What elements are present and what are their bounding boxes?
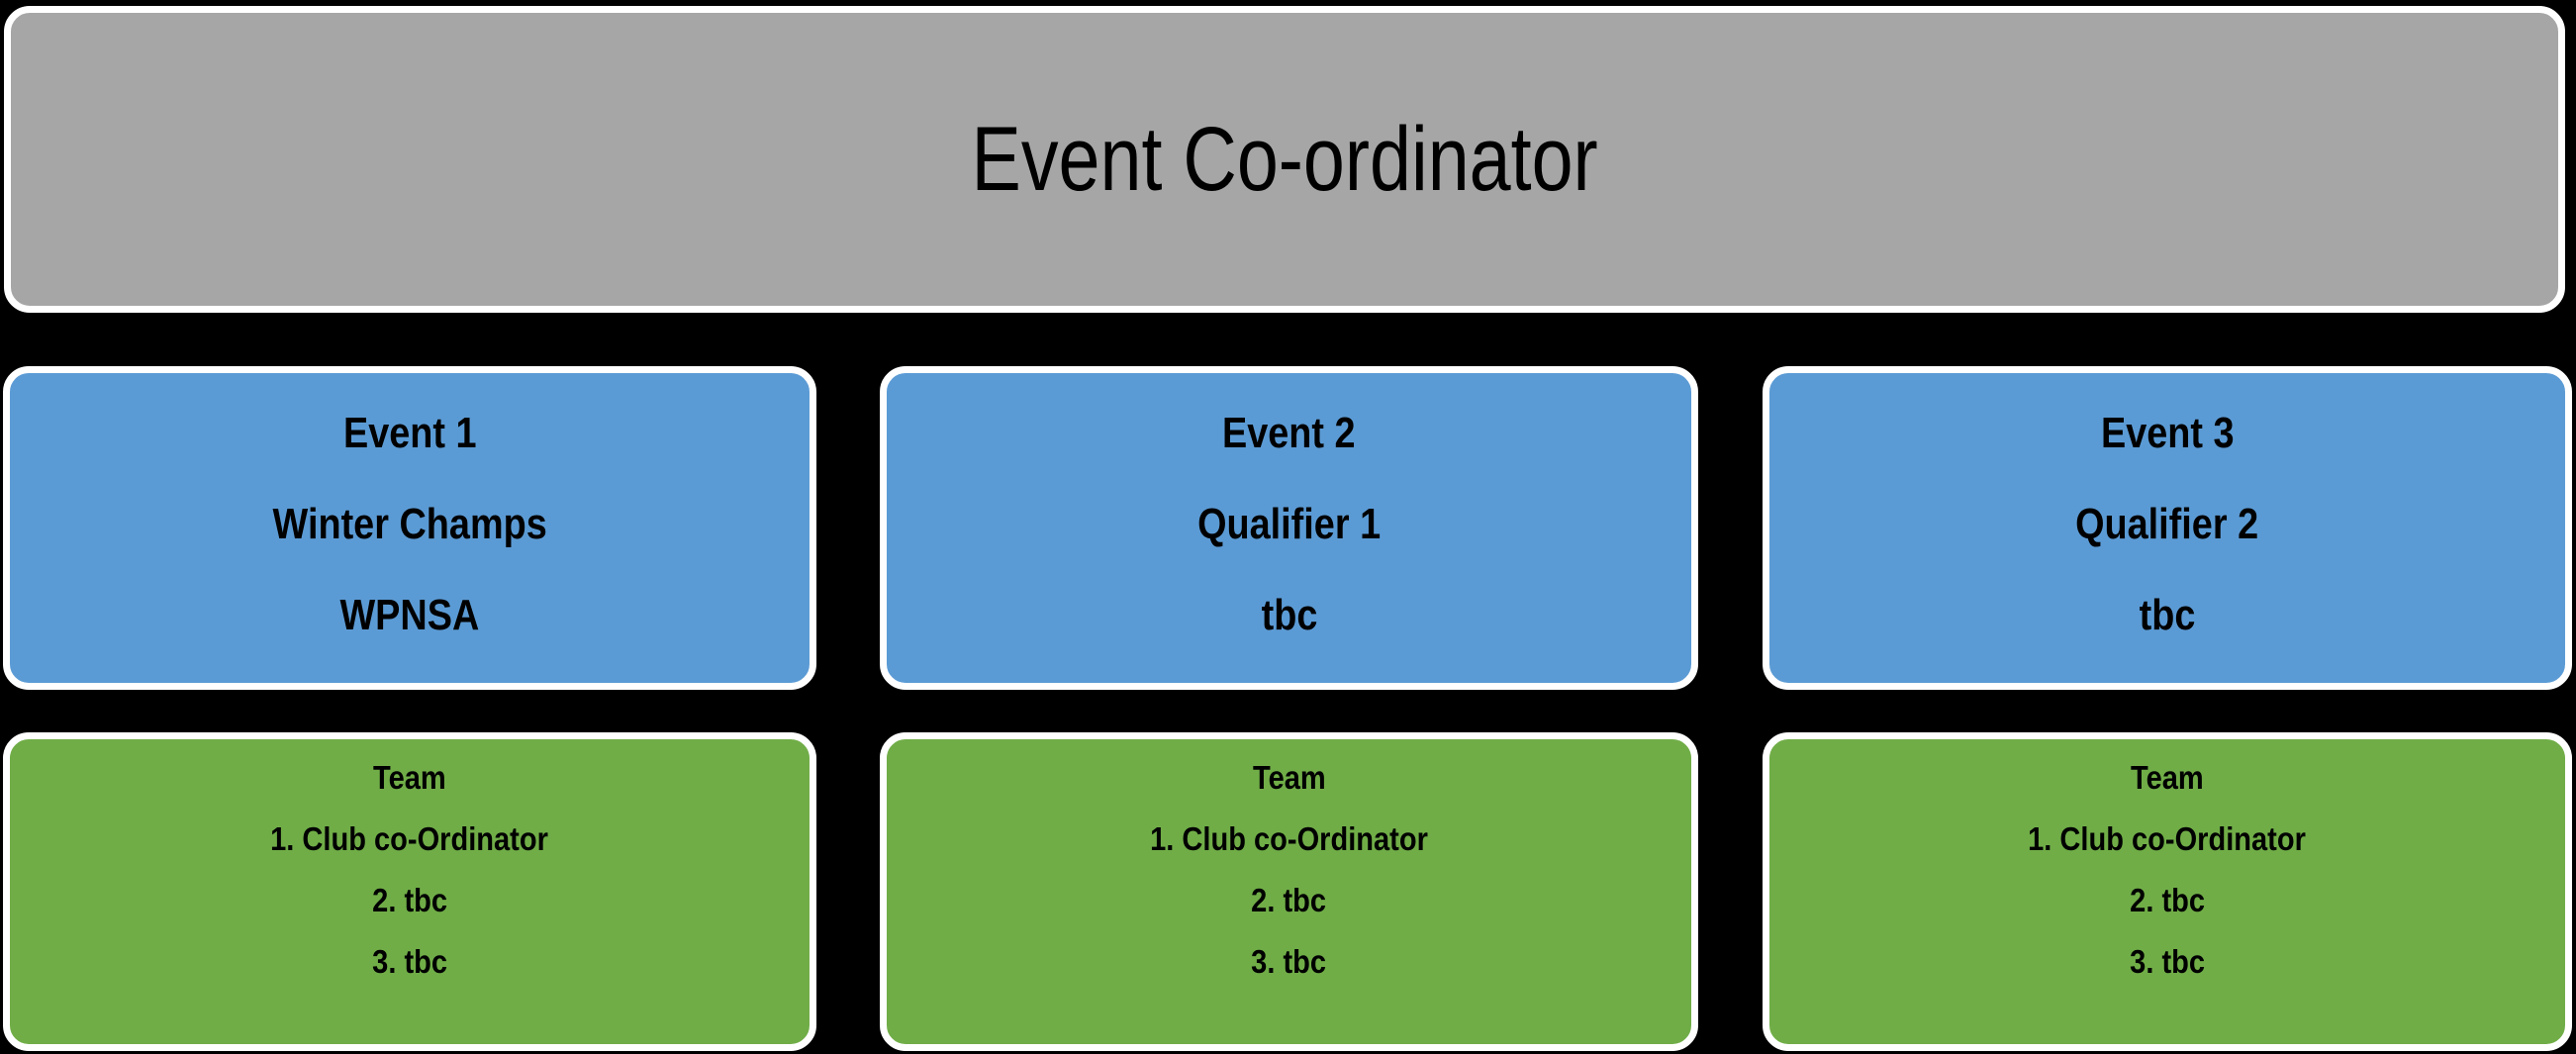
team-heading: Team xyxy=(373,759,446,796)
event-cards-row: Event 1 Winter Champs WPNSA Event 2 Qual… xyxy=(0,366,2576,690)
team-member-1: 1. Club co-Ordinator xyxy=(1150,820,1428,857)
event-name: Qualifier 2 xyxy=(2075,499,2259,548)
team-member-2: 2. tbc xyxy=(2130,882,2205,918)
team-member-3: 3. tbc xyxy=(372,943,447,980)
event-card-1[interactable]: Event 1 Winter Champs WPNSA xyxy=(3,366,816,690)
event-venue: WPNSA xyxy=(339,590,480,639)
team-card-2[interactable]: Team 1. Club co-Ordinator 2. tbc 3. tbc xyxy=(880,732,1698,1051)
team-member-2: 2. tbc xyxy=(372,882,447,918)
team-member-2: 2. tbc xyxy=(1251,882,1327,918)
team-member-1: 1. Club co-Ordinator xyxy=(270,820,549,857)
event-number-label: Event 2 xyxy=(1222,408,1356,457)
event-name: Winter Champs xyxy=(272,499,547,548)
event-card-3[interactable]: Event 3 Qualifier 2 tbc xyxy=(1763,366,2572,690)
event-coordinator-node[interactable]: Event Co-ordinator xyxy=(4,6,2565,313)
team-card-1[interactable]: Team 1. Club co-Ordinator 2. tbc 3. tbc xyxy=(3,732,816,1051)
team-card-3[interactable]: Team 1. Club co-Ordinator 2. tbc 3. tbc xyxy=(1763,732,2572,1051)
team-member-3: 3. tbc xyxy=(1251,943,1327,980)
event-venue: tbc xyxy=(2139,590,2196,639)
event-number-label: Event 1 xyxy=(342,408,477,457)
team-heading: Team xyxy=(1252,759,1326,796)
team-heading: Team xyxy=(2131,759,2204,796)
event-card-2[interactable]: Event 2 Qualifier 1 tbc xyxy=(880,366,1698,690)
event-venue: tbc xyxy=(1261,590,1317,639)
event-number-label: Event 3 xyxy=(2100,408,2235,457)
page-title: Event Co-ordinator xyxy=(971,109,1598,210)
event-name: Qualifier 1 xyxy=(1196,499,1382,548)
team-member-3: 3. tbc xyxy=(2130,943,2205,980)
team-member-1: 1. Club co-Ordinator xyxy=(2028,820,2307,857)
team-cards-row: Team 1. Club co-Ordinator 2. tbc 3. tbc … xyxy=(0,732,2576,1054)
